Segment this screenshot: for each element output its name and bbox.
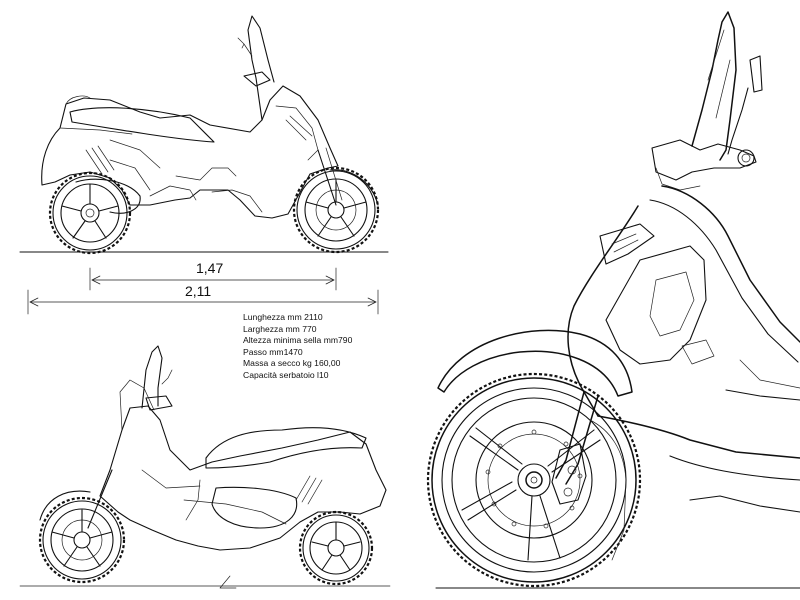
seat-bottom	[205, 427, 367, 469]
front-fender-top	[329, 169, 379, 206]
brake-line-closeup	[589, 419, 627, 561]
mirror-closeup	[749, 55, 763, 93]
spec-wheelbase: Passo mm1470	[243, 346, 303, 357]
body-top	[41, 85, 339, 219]
front-panel-closeup	[605, 245, 707, 365]
engine-cover-bottom	[211, 486, 298, 529]
disc-holes-closeup	[485, 429, 583, 529]
front-fender-bottom	[39, 490, 91, 521]
wheel-spokes-closeup	[461, 427, 601, 561]
handlebar-top	[243, 71, 271, 87]
seat-top	[69, 107, 215, 143]
spec-length: Lunghezza mm 2110	[243, 312, 323, 322]
grip-end-closeup	[737, 149, 755, 167]
brake-caliper-closeup	[551, 443, 587, 505]
handlebar-bottom	[145, 395, 173, 411]
spec-seat-height: Altezza minima sella mm790	[243, 335, 353, 346]
spec-tank-capacity: Capacità serbatoio l10	[243, 369, 329, 380]
front-shield-outer	[567, 205, 639, 417]
front-fork-closeup	[555, 391, 585, 479]
mirror-top	[237, 37, 253, 57]
front-wheel-bottom	[38, 490, 126, 584]
front-fork-top	[317, 149, 337, 206]
mirror-bottom	[161, 369, 173, 385]
floorboard-line	[597, 415, 800, 459]
front-fender-closeup	[437, 329, 633, 397]
side-view-right-facing	[19, 15, 389, 255]
handlebar-closeup	[651, 139, 757, 181]
overall-length-label: 2,11	[185, 283, 211, 299]
rear-shock-top	[85, 145, 115, 175]
front-wheel-top	[292, 166, 380, 254]
windscreen-top	[247, 15, 275, 121]
spec-width: Larghezza mm 770	[243, 323, 317, 334]
side-view-left-facing	[19, 345, 391, 589]
rear-shock-bottom	[295, 475, 323, 505]
front-wheel-closeup	[426, 372, 642, 588]
windscreen-closeup	[691, 11, 737, 161]
rear-wheel-top	[48, 171, 132, 255]
rear-wheel-bottom	[298, 510, 374, 586]
specifications-list: Lunghezza mm 2110 Larghezza mm 770 Altez…	[243, 312, 352, 382]
wheelbase-label: 1,47	[196, 260, 223, 276]
windscreen-bottom	[141, 345, 163, 409]
brake-disc-closeup	[475, 421, 593, 539]
body-bottom	[99, 405, 387, 551]
dimension-lines: 1,47 2,11	[27, 260, 379, 315]
body-upper-line	[661, 185, 800, 343]
front-fork-bottom	[87, 469, 113, 529]
front-closeup-view	[426, 11, 800, 589]
engine-cover-top	[75, 178, 141, 214]
turn-signal-closeup	[599, 223, 655, 265]
spec-dry-weight: Massa a secco kg 160,00	[243, 358, 341, 369]
